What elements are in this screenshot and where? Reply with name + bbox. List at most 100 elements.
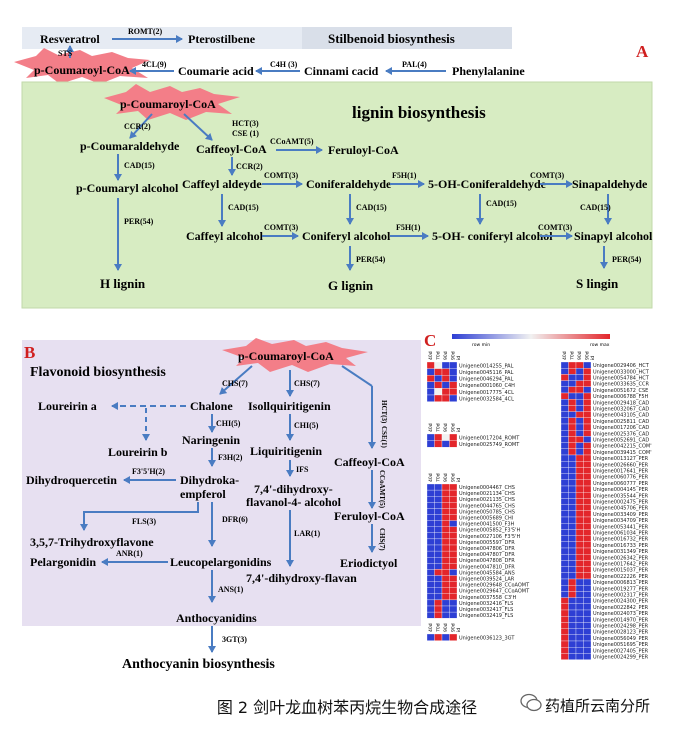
heatmap-cell — [568, 535, 577, 542]
heatmap-cell — [575, 423, 584, 431]
heatmap-gene-label: Unigene0017641_PER — [593, 468, 649, 474]
wechat-icon — [520, 693, 542, 712]
heatmap-col-label: 70d — [435, 473, 441, 482]
heatmap-gene-label: Unigene0034709_PER — [593, 518, 649, 524]
heatmap-cell — [449, 544, 458, 552]
heatmap-col-label: 70d — [435, 351, 441, 360]
heatmap-cell — [441, 489, 450, 497]
heatmap-cell — [449, 368, 458, 376]
heatmap-cell — [560, 603, 569, 611]
heatmap-cell — [575, 430, 584, 437]
heatmap-cell — [575, 585, 584, 592]
enzyme-pal: PAL(4) — [402, 60, 427, 69]
heatmap-gene-label: Unigene0050785_CHS — [459, 509, 515, 515]
heatmap-cell — [449, 489, 458, 497]
heatmap-cell — [441, 375, 450, 382]
heatmap-cell — [449, 587, 458, 594]
heatmap-cell — [441, 587, 450, 594]
heatmap-cell — [441, 633, 450, 641]
heatmap-cell — [583, 423, 592, 431]
node-loureirin-a: Loureirin a — [38, 399, 97, 413]
heatmap-cell — [583, 417, 592, 425]
heatmap-gene-label: Unigene0005689_CHI — [459, 516, 513, 522]
heatmap-cell — [575, 516, 584, 524]
heatmap-cell — [568, 386, 577, 394]
heatmap-cell — [560, 498, 569, 505]
heatmap-cell — [568, 541, 577, 549]
heatmap-cell — [583, 448, 592, 456]
heatmap-cell — [575, 399, 584, 406]
heatmap-cell — [441, 569, 450, 576]
node-g-lignin: G lignin — [328, 278, 374, 293]
enzyme-romt: ROMT(2) — [128, 27, 163, 36]
heatmap-gene-label: Unigene0041500_F3H — [459, 522, 515, 528]
heatmap-gene-label: Unigene0024300_PER — [593, 599, 649, 605]
enzyme-ccoaomt-b: CCoAMT(5) — [378, 470, 386, 509]
heatmap-cell — [426, 538, 435, 546]
heatmap-cell — [449, 520, 458, 527]
heatmap-cell — [575, 504, 584, 511]
heatmap-cell — [434, 375, 443, 382]
heatmap-cell — [426, 557, 435, 564]
heatmap-cell — [441, 532, 450, 540]
heatmap-cell — [583, 380, 592, 387]
heatmap-cell — [449, 361, 458, 369]
heatmap-gene-label: Unigene0004145_PER — [593, 487, 649, 493]
enzyme-hct-b: HCT(3) — [380, 400, 388, 424]
heatmap-cell — [560, 405, 569, 412]
heatmap-cell — [434, 532, 443, 540]
node-pcoumaroyl-lignin: p-Coumaroyl-CoA — [120, 97, 216, 111]
lignin-title: lignin biosynthesis — [352, 103, 486, 122]
node-s-lignin: S lingin — [576, 276, 619, 291]
heatmap-cell — [575, 616, 584, 623]
heatmap-cell — [426, 502, 435, 509]
enzyme-f5h-a: F5H(1) — [392, 171, 417, 180]
enzyme-cse-b: CSE(1) — [380, 426, 388, 448]
enzyme-cse-a: CSE (1) — [232, 129, 259, 138]
heatmap-cell — [583, 442, 592, 449]
heatmap-gene-label: Unigene0035544_PER — [593, 493, 649, 499]
heatmap-cell — [449, 557, 458, 564]
heatmap-id-label: id — [590, 356, 596, 360]
heatmap-cell — [426, 611, 435, 619]
heatmap-cell — [568, 423, 577, 431]
heatmap-cell — [426, 361, 435, 369]
heatmap-cell — [441, 514, 450, 521]
heatmap-gene-label: Unigene0014255_PAL — [459, 363, 514, 369]
heatmap-cell — [560, 547, 569, 555]
heatmap-cell — [426, 599, 435, 607]
heatmap-cell — [426, 569, 435, 576]
heatmap-cell — [568, 653, 577, 660]
heatmap-gene-label: Unigene0045706_PER — [593, 506, 649, 512]
legend-min-label: row min — [472, 342, 490, 348]
heatmap-cell — [568, 578, 577, 586]
heatmap-cell — [449, 508, 458, 515]
heatmap-cell — [434, 508, 443, 515]
heatmap-cell — [575, 628, 584, 635]
heatmap-cell — [583, 554, 592, 561]
heatmap-cell — [434, 496, 443, 503]
heatmap-gene-label: Unigene0001060_C4H — [459, 383, 515, 389]
heatmap-cell — [434, 483, 443, 491]
heatmap-cell — [568, 374, 577, 381]
heatmap-cell — [575, 523, 584, 530]
heatmap-cell — [575, 597, 584, 604]
heatmap-gene-label: Unigene0051672_CSE — [593, 388, 648, 394]
heatmap-cell — [568, 603, 577, 611]
heatmap-cell — [575, 591, 584, 598]
burst-pcoumaroyl-top — [14, 48, 150, 84]
heatmap-gene-label: Unigene0029647_CCoAOMT — [459, 589, 530, 595]
node-caffeoyl-coa-a: Caffeoyl-CoA — [196, 142, 267, 156]
heatmap-cell — [426, 381, 435, 389]
enzyme-per-b: PER(54) — [356, 255, 386, 264]
heatmap-cell — [575, 386, 584, 394]
heatmap-cell — [583, 653, 592, 660]
node-resveratrol: Resveratrol — [40, 32, 100, 46]
heatmap-gene-label: Unigene0002317_PER — [593, 592, 649, 598]
stilbenoid-title: Stilbenoid biosynthesis — [328, 31, 455, 46]
heatmap-cell — [560, 436, 569, 443]
node-trihydroxyflavone: 3,5,7-Trihydroxyflavone — [30, 535, 154, 549]
heatmap-gene-label: Unigene0016732_PER — [593, 537, 649, 543]
heatmap-gene-label: Unigene0002475_PER — [593, 499, 649, 505]
heatmap-gene-label: Unigene0047810_DFR — [459, 564, 515, 570]
